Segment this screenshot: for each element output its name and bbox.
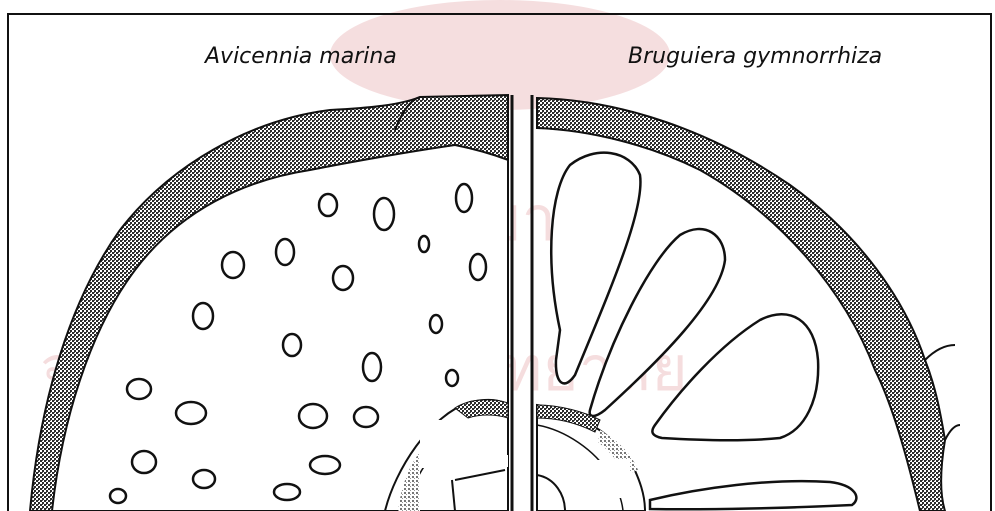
air-space [430, 315, 442, 333]
lacuna [650, 481, 856, 509]
air-space [193, 470, 215, 488]
air-space [132, 451, 156, 473]
left-species-label: Avicennia marina [205, 44, 397, 69]
air-space [299, 404, 327, 428]
air-space [274, 484, 300, 500]
air-space [333, 266, 353, 290]
air-space [110, 489, 126, 503]
air-space [456, 184, 472, 212]
air-space [319, 194, 337, 216]
left-panel-avicennia [30, 95, 508, 511]
air-space [193, 303, 213, 329]
air-space [363, 353, 381, 381]
air-space [176, 402, 206, 424]
air-space [419, 236, 429, 252]
air-space [354, 407, 378, 427]
air-space [127, 379, 151, 399]
air-space [222, 252, 244, 278]
air-space [276, 239, 294, 265]
right-panel-bruguiera [537, 98, 960, 511]
air-space [470, 254, 486, 280]
air-space [283, 334, 301, 356]
air-space [310, 456, 340, 474]
air-space [446, 370, 458, 386]
right-species-label: Bruguiera gymnorrhiza [628, 44, 882, 69]
air-space [374, 198, 394, 230]
